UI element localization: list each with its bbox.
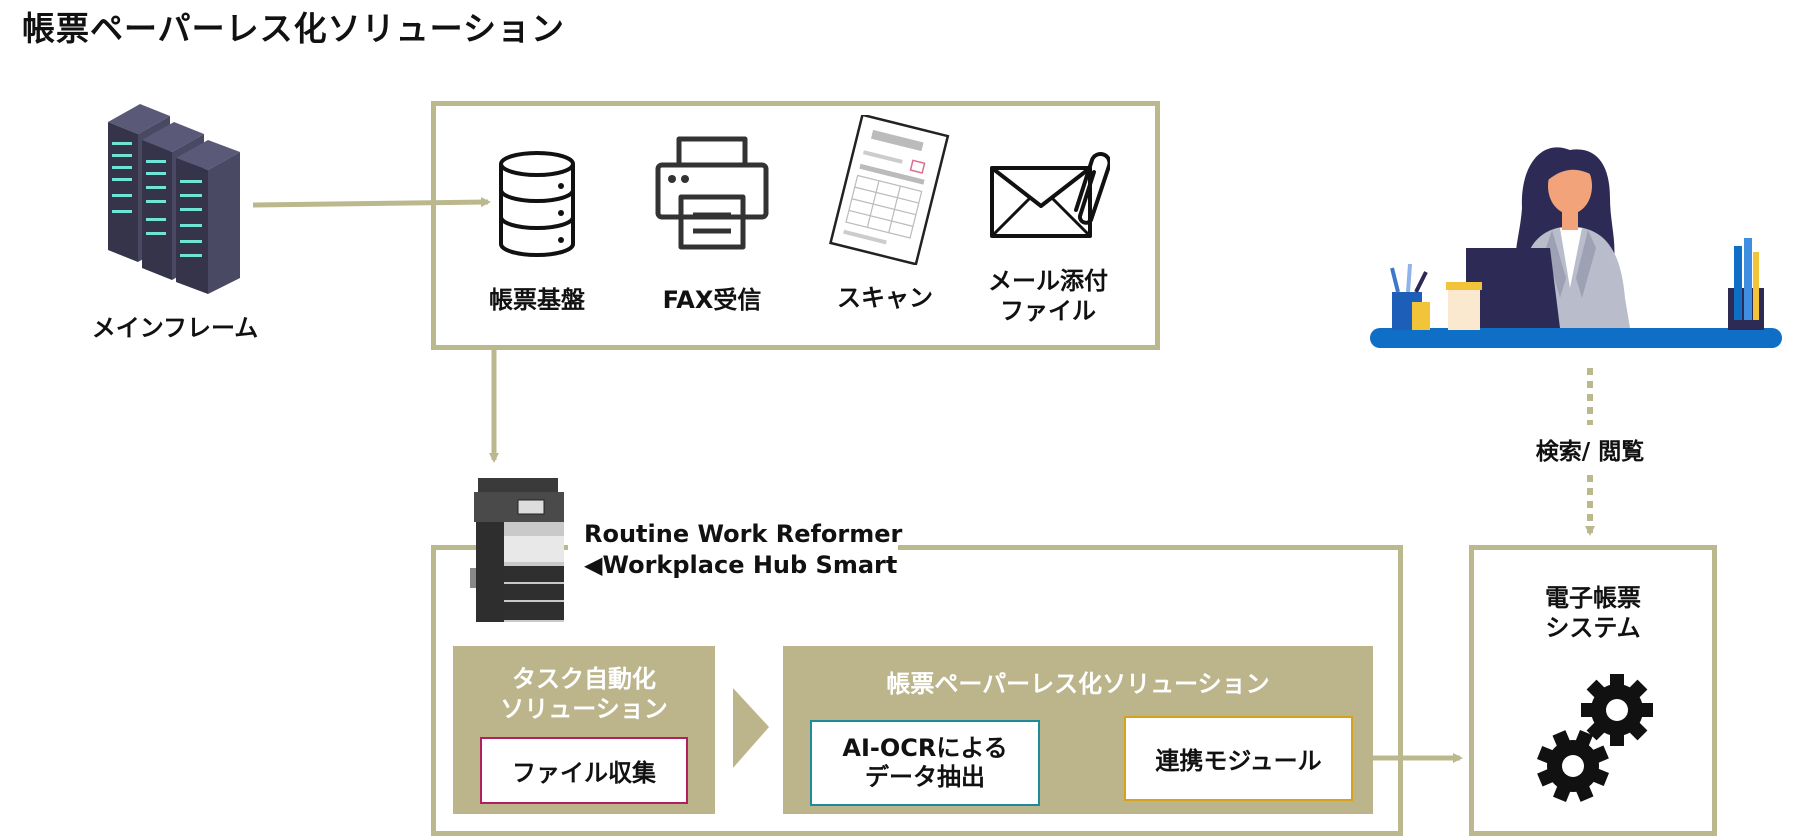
database-icon — [499, 151, 575, 257]
arrow-mainframe-to-sources — [252, 197, 491, 208]
document-icon — [829, 115, 950, 265]
ai-ocr-box: AI-OCRによる データ抽出 — [810, 720, 1040, 806]
mfp-icon — [470, 478, 564, 622]
mail-icon — [990, 152, 1110, 238]
gear-icon — [1536, 674, 1653, 803]
mail-label: メール添付 ファイル — [988, 267, 1108, 325]
db-label: 帳票基盤 — [489, 286, 585, 314]
e-form-system-label: 電子帳票 システム — [1545, 584, 1641, 642]
rwr-line1: Routine Work Reformer — [584, 520, 903, 548]
sources-frame — [431, 101, 1160, 350]
server-icon — [108, 104, 240, 294]
task-automation-title: タスク自動化 ソリューション — [500, 665, 668, 723]
printer-icon — [655, 136, 769, 250]
paperless-panel-title: 帳票ペーパーレス化ソリューション — [886, 670, 1270, 698]
rwr-label-backdrop — [568, 536, 898, 591]
search-browse-label: 検索/ 閲覧 — [1535, 439, 1645, 465]
integration-module-box: 連携モジュール — [1124, 716, 1353, 801]
scan-label: スキャン — [837, 284, 933, 312]
mainframe-label: メインフレーム — [91, 314, 259, 342]
fax-label: FAX受信 — [662, 286, 762, 314]
rwr-line2: ◀Workplace Hub Smart — [584, 551, 898, 579]
file-collection-box: ファイル収集 — [480, 737, 688, 804]
chevron-arrow-1 — [733, 688, 769, 768]
page-title: 帳票ペーパーレス化ソリューション — [22, 9, 566, 48]
user-icon — [1370, 147, 1782, 348]
